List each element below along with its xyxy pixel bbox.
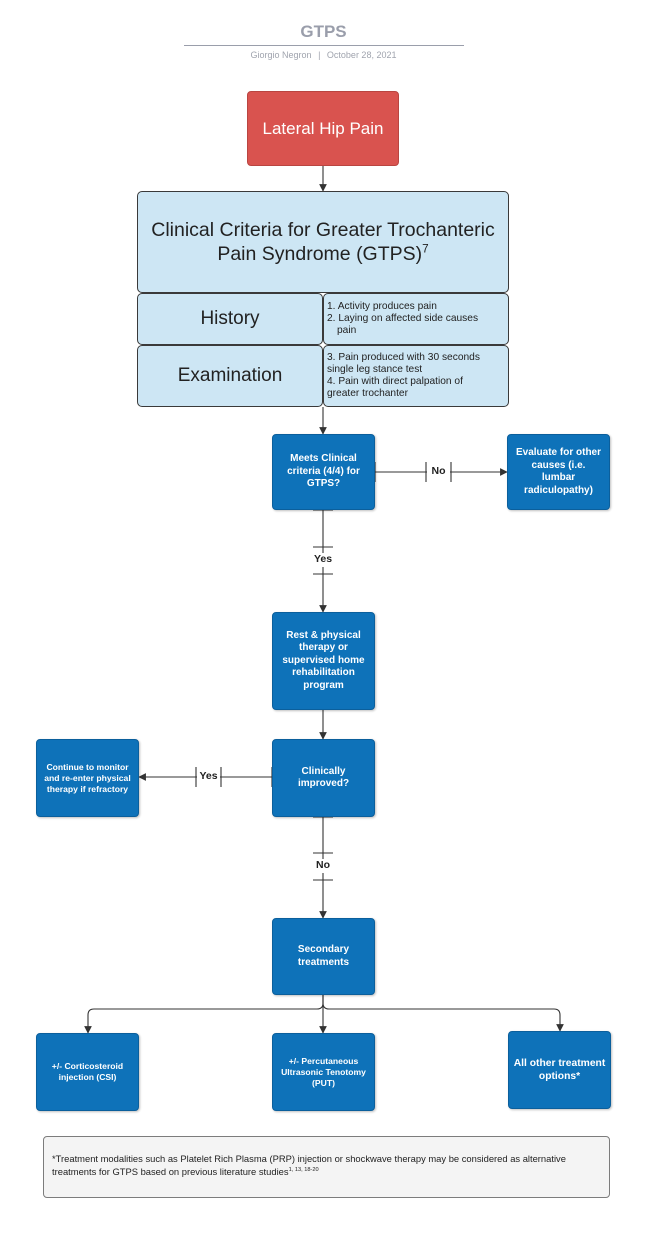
edge-label-yes: Yes <box>308 553 338 567</box>
decision-clinically-improved: Clinically improved? <box>272 739 375 817</box>
title-divider <box>184 45 464 46</box>
rest-physical-therapy-node: Rest & physical therapy or supervised ho… <box>272 612 375 710</box>
criteria-reference: 7 <box>422 242 429 256</box>
examination-items-box: 3. Pain produced with 30 seconds single … <box>323 345 509 407</box>
history-item: pain <box>337 325 357 336</box>
corticosteroid-injection-node: +/- Corticosteroid injection (CSI) <box>36 1033 139 1111</box>
edge-label-no: No <box>308 859 338 873</box>
continue-monitor-node: Continue to monitor and re-enter physica… <box>36 739 139 817</box>
history-items-box: 1. Activity produces pain 2. Laying on a… <box>323 293 509 345</box>
byline: Giorgio Negron | October 28, 2021 <box>0 50 647 60</box>
exam-item: 3. Pain produced with 30 seconds <box>327 352 480 363</box>
start-node-lateral-hip-pain: Lateral Hip Pain <box>247 91 399 166</box>
decision-meets-criteria: Meets Clinical criteria (4/4) for GTPS? <box>272 434 375 510</box>
author: Giorgio Negron <box>250 50 312 60</box>
byline-separator: | <box>318 50 321 60</box>
criteria-title-text: Clinical Criteria for Greater Trochanter… <box>151 219 495 265</box>
edge-label-yes: Yes <box>197 770 220 784</box>
exam-item: greater trochanter <box>327 388 408 399</box>
history-item: 1. Activity produces pain <box>327 301 437 312</box>
footnote-text: *Treatment modalities such as Platelet R… <box>52 1153 566 1177</box>
history-item: 2. Laying on affected side causes <box>327 313 479 324</box>
history-label-box: History <box>137 293 323 345</box>
criteria-title-box: Clinical Criteria for Greater Trochanter… <box>137 191 509 293</box>
diagram-title: GTPS <box>300 22 347 41</box>
edge-label-no: No <box>427 465 450 479</box>
examination-label-box: Examination <box>137 345 323 407</box>
footnote-box: *Treatment modalities such as Platelet R… <box>43 1136 610 1198</box>
evaluate-other-causes-node: Evaluate for other causes (i.e. lumbar r… <box>507 434 610 510</box>
secondary-treatments-node: Secondary treatments <box>272 918 375 995</box>
percutaneous-tenotomy-node: +/- Percutaneous Ultrasonic Tenotomy (PU… <box>272 1033 375 1111</box>
exam-item: 4. Pain with direct palpation of <box>327 376 463 387</box>
date: October 28, 2021 <box>326 50 397 60</box>
exam-item: single leg stance test <box>327 364 423 375</box>
other-treatment-options-node: All other treatment options* <box>508 1031 611 1109</box>
footnote-references: 1, 13, 18-20 <box>288 1166 319 1173</box>
